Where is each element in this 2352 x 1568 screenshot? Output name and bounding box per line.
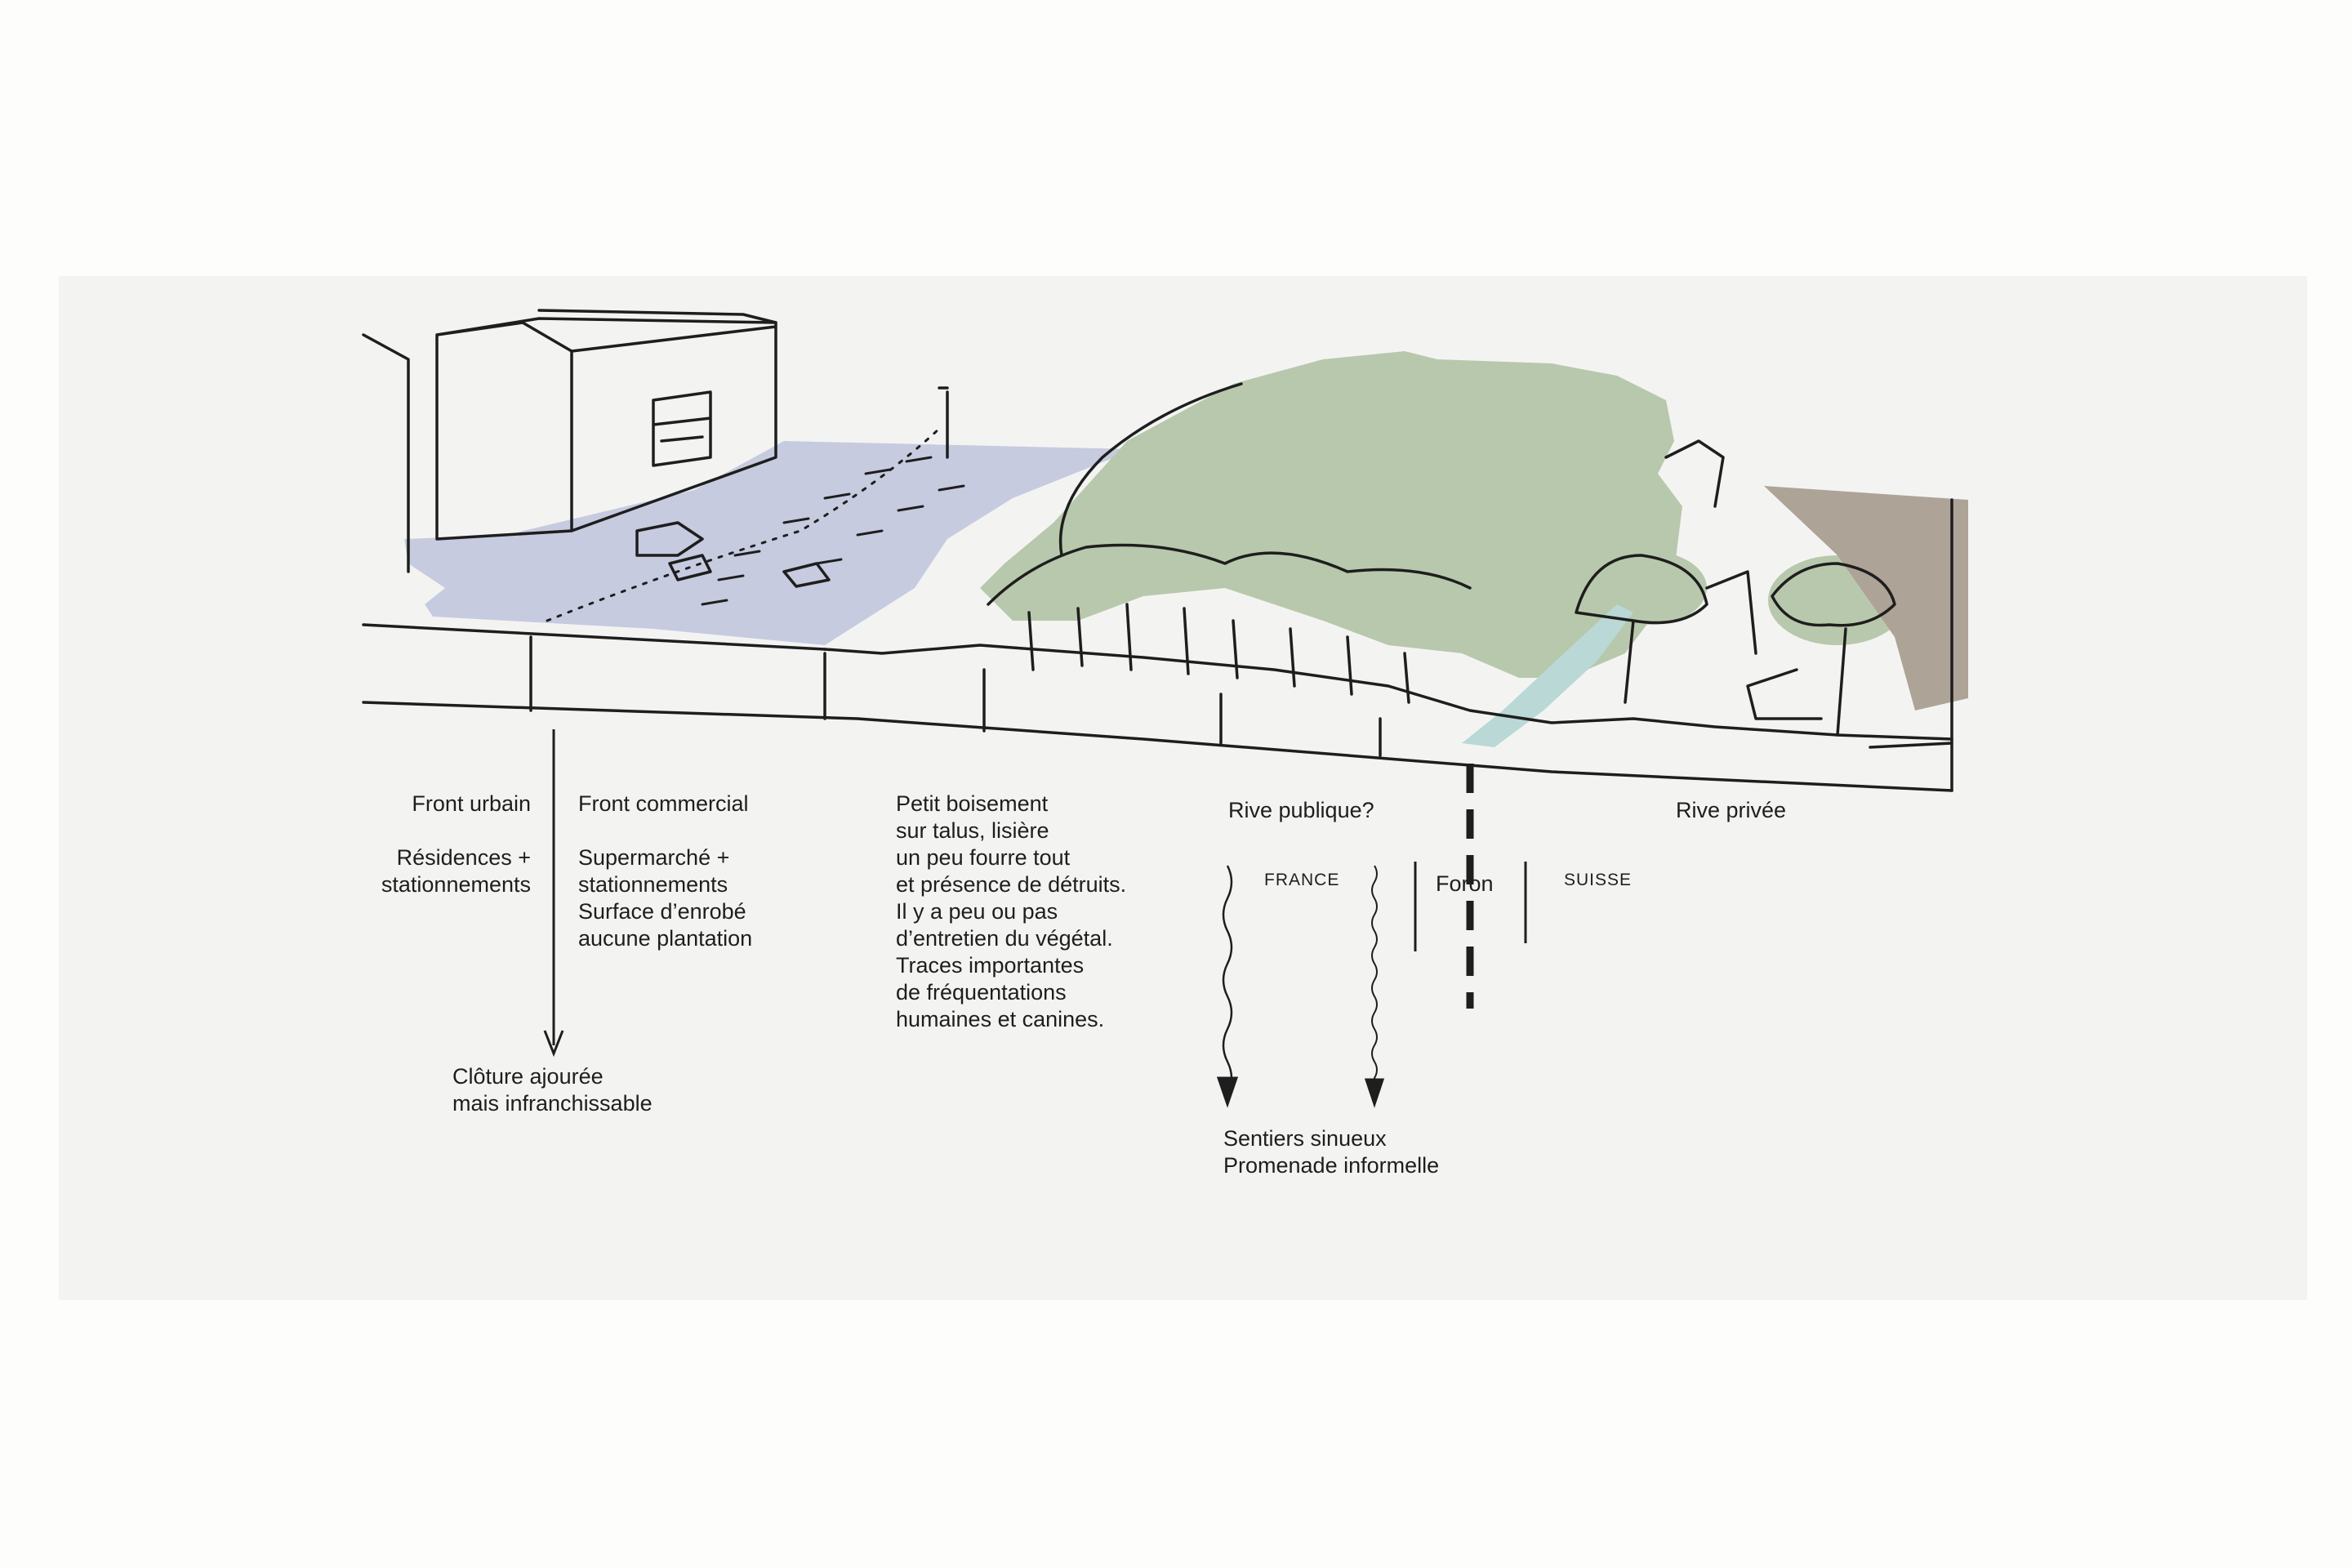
parking-surface xyxy=(404,441,1135,645)
foron-stream xyxy=(1462,604,1633,747)
label-supermarche: Supermarché + stationnements Surface d’e… xyxy=(578,845,753,951)
label-rive-privee: Rive privée xyxy=(1676,798,1787,822)
sentier-arrow-right xyxy=(1371,865,1378,1094)
label-rive-publique: Rive publique? xyxy=(1228,798,1374,822)
ground-line xyxy=(362,623,1953,792)
label-front-commercial: Front commercial xyxy=(578,791,749,816)
label-cloture: Clôture ajourée mais infranchissable xyxy=(452,1064,653,1116)
private-bank xyxy=(1764,486,1968,710)
label-front-urbain: Front urbain xyxy=(412,791,531,816)
canopy-outline xyxy=(987,382,1472,606)
talus-line xyxy=(823,644,1953,741)
label-france: FRANCE xyxy=(1264,871,1340,889)
label-boisement: Petit boisement sur talus, lisière un pe… xyxy=(896,791,1127,1031)
woodland-canopy xyxy=(980,351,1682,678)
sentier-arrow-left xyxy=(1222,865,1233,1095)
label-foron: Foron xyxy=(1436,871,1494,896)
label-suisse: SUISSE xyxy=(1564,871,1633,889)
label-residences: Résidences + stationnements xyxy=(381,845,531,897)
fence xyxy=(529,390,949,712)
label-sentiers: Sentiers sinueux Promenade informelle xyxy=(1223,1126,1440,1178)
